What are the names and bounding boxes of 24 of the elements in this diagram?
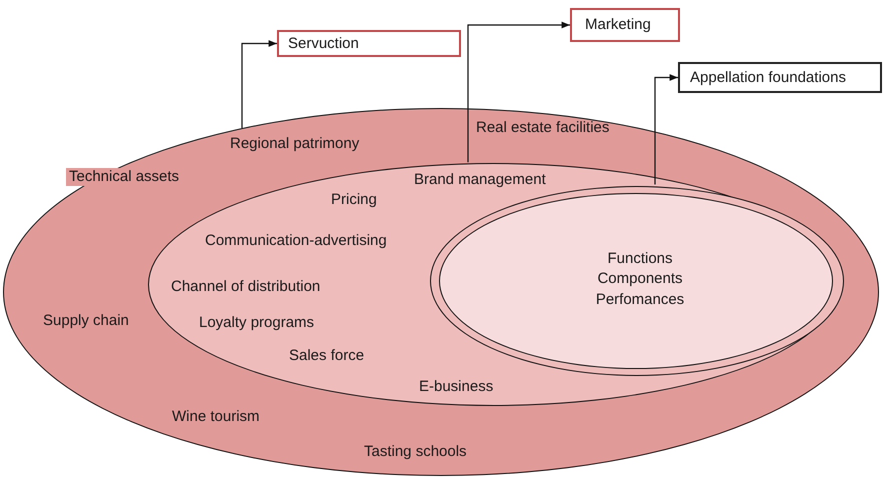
item-label: Functions bbox=[606, 250, 674, 268]
item-label: Real estate facilities bbox=[476, 119, 610, 137]
item-label: Perfomances bbox=[594, 291, 686, 309]
box-label: Appellation foundations bbox=[690, 69, 846, 87]
box-label: Marketing bbox=[585, 16, 651, 34]
item-label: Loyalty programs bbox=[199, 314, 314, 332]
item-label: Brand management bbox=[414, 171, 546, 189]
item-label: Pricing bbox=[331, 191, 377, 209]
box-label: Servuction bbox=[288, 35, 359, 53]
item-label: Tasting schools bbox=[364, 443, 467, 461]
item-label: Sales force bbox=[289, 347, 364, 365]
item-label: Wine tourism bbox=[172, 408, 260, 426]
item-label: Supply chain bbox=[43, 312, 129, 330]
item-label: Communication-advertising bbox=[205, 232, 387, 250]
item-label: E-business bbox=[419, 378, 494, 396]
label-box bbox=[678, 62, 882, 93]
item-label: Regional patrimony bbox=[230, 135, 360, 153]
arrow bbox=[241, 40, 277, 128]
arrow bbox=[654, 74, 678, 184]
label-box bbox=[570, 8, 680, 42]
item-label: Channel of distribution bbox=[171, 278, 320, 296]
item-label: Components bbox=[596, 270, 684, 288]
label-box bbox=[277, 30, 461, 57]
arrow bbox=[467, 22, 570, 162]
